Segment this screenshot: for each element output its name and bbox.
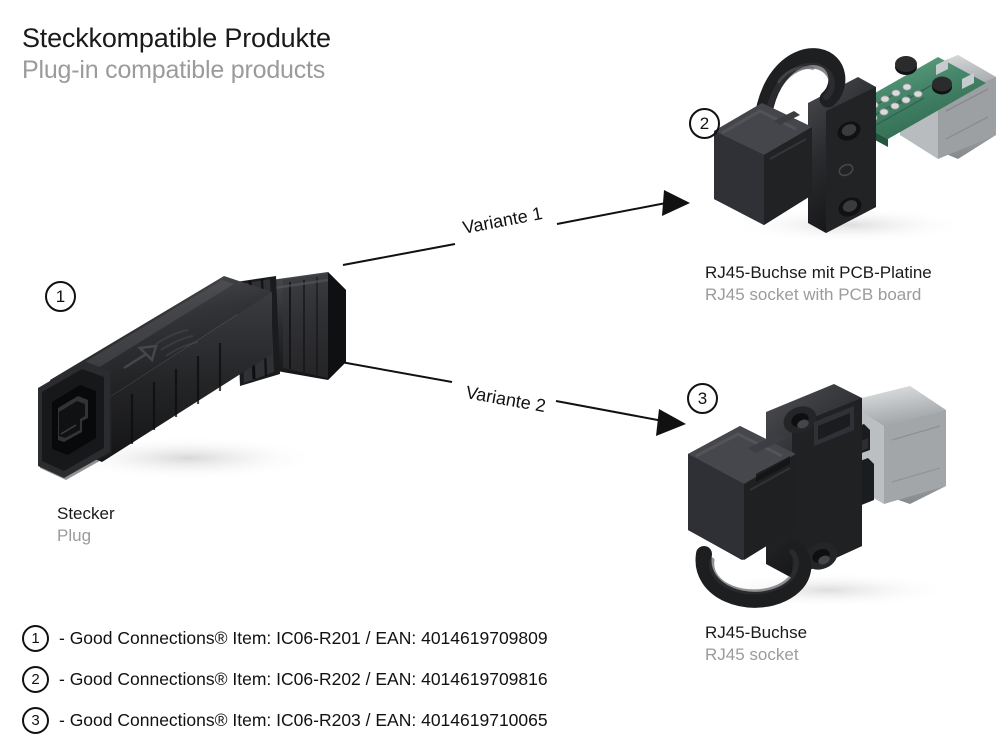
- callout-badge-2: 2: [689, 108, 720, 139]
- page-title-en: Plug-in compatible products: [22, 56, 326, 84]
- caption-pcb-socket-de: RJ45-Buchse mit PCB-Platine: [705, 263, 932, 282]
- caption-plug: Stecker Plug: [57, 503, 115, 547]
- arrow-variant-2-segment-right: [555, 400, 664, 422]
- legend-text-1: - Good Connections® Item: IC06-R201 / EA…: [59, 628, 548, 648]
- product-image-pcb-socket: [700, 35, 1000, 250]
- legend-badge-1: 1: [22, 625, 49, 652]
- caption-socket: RJ45-Buchse RJ45 socket: [705, 622, 807, 666]
- caption-pcb-socket: RJ45-Buchse mit PCB-Platine RJ45 socket …: [705, 262, 932, 306]
- legend-item: 1 - Good Connections® Item: IC06-R201 / …: [22, 618, 548, 659]
- legend: 1 - Good Connections® Item: IC06-R201 / …: [22, 618, 548, 741]
- arrow-variant-1-head: [662, 190, 690, 216]
- caption-socket-en: RJ45 socket: [705, 645, 799, 664]
- callout-badge-3: 3: [687, 383, 718, 414]
- legend-item: 3 - Good Connections® Item: IC06-R203 / …: [22, 700, 548, 741]
- arrow-variant-1-segment-right: [556, 202, 667, 225]
- caption-socket-de: RJ45-Buchse: [705, 623, 808, 642]
- legend-item: 2 - Good Connections® Item: IC06-R202 / …: [22, 659, 548, 700]
- legend-text-3: - Good Connections® Item: IC06-R203 / EA…: [59, 710, 548, 730]
- legend-text-2: - Good Connections® Item: IC06-R202 / EA…: [59, 669, 548, 689]
- product-image-plug: [28, 262, 358, 497]
- legend-badge-3: 3: [22, 707, 49, 734]
- arrow-variant-1-segment-left: [342, 243, 456, 266]
- product-image-socket: [678, 378, 983, 613]
- page-title: Steckkompatible Produkte Plug-in compati…: [22, 22, 331, 86]
- arrow-label-variant-2: Variante 2: [464, 382, 548, 417]
- caption-pcb-socket-en: RJ45 socket with PCB board: [705, 285, 922, 304]
- arrow-label-variant-1: Variante 1: [461, 203, 545, 238]
- legend-badge-2: 2: [22, 666, 49, 693]
- page-title-de: Steckkompatible Produkte: [22, 23, 331, 53]
- caption-plug-en: Plug: [57, 526, 92, 545]
- callout-badge-1: 1: [45, 281, 76, 312]
- caption-plug-de: Stecker: [57, 504, 115, 523]
